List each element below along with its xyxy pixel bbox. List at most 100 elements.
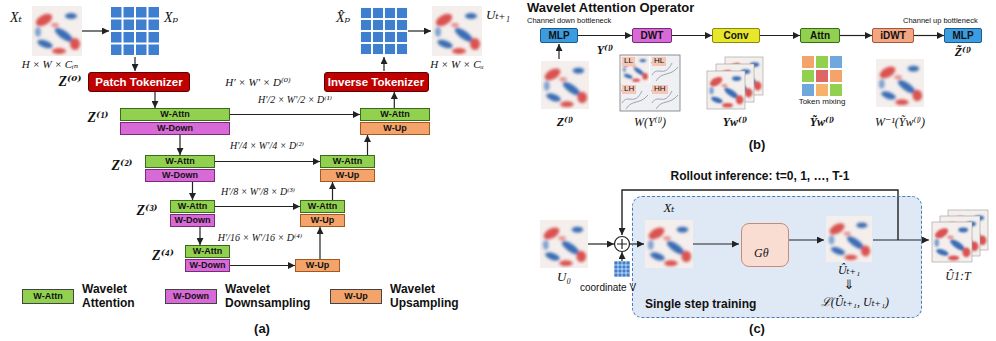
legend-block-label: W-Down	[173, 292, 209, 302]
dwt-box: DWT	[632, 28, 672, 43]
node-text: Inverse Tokenizer	[328, 76, 424, 89]
tile-border	[932, 222, 972, 262]
panel-c-illustration	[540, 190, 988, 318]
flow-arrow	[840, 35, 872, 36]
flow-arrow	[230, 265, 295, 266]
wavelet-attention-block: W-Attn	[300, 200, 345, 213]
tokenizer-box: Patch Tokenizer	[88, 72, 190, 92]
subband-label: LH	[622, 85, 636, 94]
vorticity-field	[645, 220, 693, 268]
text-label: Token mixing	[799, 97, 846, 106]
wavelet-downsampling-block: W-Down	[145, 169, 215, 182]
flow-arrow	[230, 114, 360, 115]
node-text: Single step training	[645, 298, 756, 311]
wavelet-upsampling-block: W-Up	[320, 169, 375, 182]
math-label: H × W × Cᵤ	[430, 58, 484, 71]
wavelet-attention-block: W-Attn	[360, 108, 430, 121]
node-text: Attn	[810, 30, 830, 41]
wavelet-upsampling-block: W-Up	[295, 259, 340, 272]
arrow	[558, 44, 559, 59]
node-text: W-Attn	[333, 157, 362, 167]
node-text: W-Down	[157, 124, 193, 134]
wavelet-upsampling-block: W-Up	[360, 122, 430, 135]
math-label: Z⁽⁴⁾	[152, 248, 174, 264]
panel-label: Rollout inference: t=0, 1, …, T-1	[670, 170, 849, 184]
hl-subband	[650, 55, 680, 83]
idwt-box: iDWT	[872, 28, 914, 43]
wavelet-downsampling-block: W-Down	[120, 122, 230, 135]
flow-arrow	[319, 227, 320, 259]
training-region-fill	[632, 196, 922, 318]
arrow	[82, 30, 109, 31]
text-label: Channel up bottleneck	[903, 17, 978, 26]
lh-subband	[620, 83, 650, 111]
math-label: Z⁽¹⁾	[87, 110, 108, 126]
math-label: Xₚ	[164, 10, 178, 26]
flow-arrow	[154, 92, 155, 108]
math-label: Z⁽²⁾	[111, 158, 132, 174]
node-text: W-Up	[311, 216, 334, 226]
coordinate-grid	[614, 261, 629, 276]
text-label: ⇓	[844, 278, 855, 293]
math-label: H′/16 × W′/16 × D⁽⁴⁾	[218, 232, 303, 244]
wavelet-tile	[707, 71, 745, 109]
sum-symbol	[617, 239, 627, 249]
math-label: Uₜ₊₁	[486, 8, 510, 23]
math-label: Ỹw⁽ˡ⁾	[810, 116, 835, 130]
math-label: Z⁽⁰⁾	[58, 74, 81, 90]
math-label: Yw⁽ˡ⁾	[723, 116, 748, 130]
vorticity-field	[826, 216, 872, 262]
flow-arrow	[215, 161, 320, 162]
wavelet-attention-block: W-Attn	[185, 245, 230, 258]
legend-text: Wavelet Upsampling	[390, 283, 470, 311]
math-label: H′/2 × W′/2 × D⁽¹⁾	[258, 94, 332, 106]
node-text: Patch Tokenizer	[95, 76, 182, 89]
node-text: W-Attn	[178, 202, 207, 212]
node-text: Gθ	[754, 247, 769, 260]
arrow	[621, 252, 622, 261]
panel-label: (b)	[749, 138, 766, 153]
flow-arrow	[672, 35, 712, 36]
mlp-box: MLP	[944, 28, 982, 43]
math-label: W(Y⁽ˡ⁾)	[634, 116, 666, 130]
tokenizer-box: Inverse Tokenizer	[324, 72, 429, 92]
text-label: coordinate V	[580, 282, 636, 294]
subband-frame	[620, 55, 680, 111]
vorticity-field	[432, 6, 482, 56]
node-text: W-Down	[162, 171, 198, 181]
flow-arrow	[760, 35, 800, 36]
panel-label: Wavelet Attention Operator	[527, 1, 694, 16]
math-label: U₀	[557, 270, 571, 285]
legend-text: Wavelet Attention	[82, 283, 152, 311]
flow-arrow	[914, 35, 944, 36]
math-label: Û1:T	[945, 270, 970, 284]
vorticity-field	[541, 61, 589, 109]
node-text: W-Attn	[165, 157, 194, 167]
text-label: Channel down bottleneck	[527, 17, 611, 26]
attention-box: Attn	[800, 28, 840, 43]
hh-subband	[650, 83, 680, 111]
node-text: W-Up	[306, 261, 329, 271]
arrow	[134, 57, 135, 71]
math-label: H × W × Cᵢₙ	[22, 58, 79, 71]
node-text: Conv	[724, 30, 749, 41]
math-label: X̂ₚ	[336, 10, 350, 26]
arrow	[408, 30, 431, 31]
wavelet-downsampling-block: W-Down	[170, 214, 215, 227]
flow-arrow	[179, 135, 180, 155]
flow-arrow	[578, 35, 632, 36]
vorticity-field	[540, 220, 588, 268]
flow-arrow	[394, 92, 395, 108]
panel-label: (c)	[749, 322, 765, 337]
node-text: iDWT	[880, 30, 906, 41]
flow-arrow	[367, 135, 368, 155]
vorticity-field	[876, 59, 924, 107]
math-label: W⁻¹(Ỹw⁽ˡ⁾)	[875, 116, 925, 130]
flow-arrow	[192, 182, 193, 200]
flow-arrow	[332, 182, 333, 200]
token-grid	[802, 56, 842, 96]
flow-arrow	[199, 227, 200, 245]
ll-subband	[621, 55, 649, 83]
panel-a-illustration	[32, 6, 482, 71]
